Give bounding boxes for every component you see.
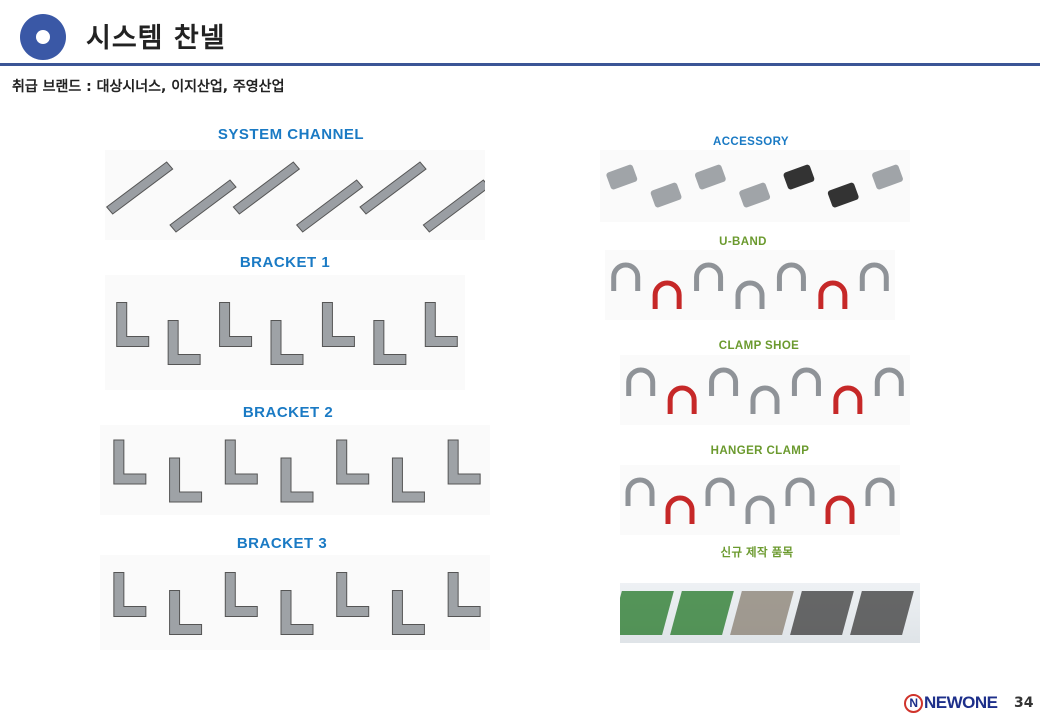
product-render — [113, 572, 481, 635]
product-part — [606, 164, 638, 190]
product-part — [113, 439, 147, 485]
product-part — [825, 495, 855, 524]
brand-subtitle: 취급 브랜드 : 대상시너스, 이지산업, 주영산업 — [12, 79, 285, 95]
product-render — [626, 367, 904, 414]
product-part — [650, 182, 682, 208]
product-part — [373, 320, 407, 365]
product-part — [447, 439, 481, 485]
label-u-band: U-BAND — [719, 236, 767, 248]
label-bracket-2: BRACKET 2 — [242, 404, 334, 421]
bracket-1-image — [105, 275, 465, 390]
product-part — [219, 302, 253, 347]
label-clamp-shoe: CLAMP SHOE — [718, 340, 800, 352]
product-part — [447, 572, 481, 617]
product-render — [606, 164, 903, 208]
accessory-image — [600, 150, 910, 222]
product-part — [705, 477, 735, 506]
product-part — [169, 179, 237, 233]
product-part — [422, 179, 485, 233]
product-part — [116, 302, 150, 347]
product-part — [280, 457, 314, 503]
product-part — [665, 495, 695, 524]
label-system-channel: SYSTEM CHANNEL — [217, 126, 365, 143]
product-part — [790, 591, 854, 635]
product-part — [667, 385, 697, 414]
product-part — [791, 367, 821, 396]
product-render — [625, 477, 895, 524]
label-bracket-1: BRACKET 1 — [239, 254, 331, 271]
product-part — [694, 164, 726, 190]
product-part — [224, 572, 258, 617]
product-part — [874, 367, 904, 396]
product-part — [694, 262, 724, 291]
product-part — [730, 591, 794, 635]
product-part — [827, 182, 859, 208]
system-channel-image — [105, 150, 485, 240]
product-part — [850, 591, 914, 635]
page-title: 시스템 찬넬 — [86, 23, 226, 54]
product-part — [739, 182, 771, 208]
product-part — [280, 590, 314, 635]
product-part — [709, 367, 739, 396]
new-products-image — [620, 583, 920, 643]
product-part — [295, 179, 364, 233]
product-part — [391, 457, 425, 503]
product-part — [424, 302, 458, 347]
product-part — [785, 477, 815, 506]
product-part — [611, 262, 641, 291]
product-part — [224, 439, 258, 485]
product-part — [859, 262, 889, 291]
label-bracket-3: BRACKET 3 — [236, 535, 328, 552]
product-part — [735, 280, 765, 309]
product-part — [270, 320, 304, 365]
product-part — [833, 385, 863, 414]
product-render — [113, 439, 481, 503]
product-part — [321, 302, 355, 347]
product-part — [652, 280, 682, 309]
product-part — [625, 477, 655, 506]
product-part — [169, 590, 203, 635]
product-part — [105, 161, 174, 215]
product-part — [391, 590, 425, 635]
product-render — [611, 262, 889, 309]
hanger-clamp-image — [620, 465, 900, 535]
product-part — [359, 161, 427, 215]
page-number: 34 — [1014, 695, 1034, 711]
product-part — [232, 161, 301, 215]
clamp-shoe-image — [620, 355, 910, 425]
product-part — [872, 164, 903, 190]
bracket-3-image — [100, 555, 490, 650]
product-part — [670, 591, 734, 635]
label-hanger-clamp: HANGER CLAMP — [710, 445, 810, 457]
product-part — [750, 385, 780, 414]
product-part — [865, 477, 895, 506]
header-bullet-icon — [20, 14, 66, 60]
header-divider — [0, 63, 1040, 66]
product-part — [818, 280, 848, 309]
product-part — [783, 164, 815, 190]
bracket-2-image — [100, 425, 490, 515]
product-part — [167, 320, 201, 365]
product-render — [116, 302, 458, 365]
product-part — [336, 439, 370, 485]
product-render — [105, 161, 485, 233]
label-new-products: 신규 제작 품목 — [720, 547, 794, 559]
product-part — [169, 457, 203, 503]
product-part — [745, 495, 775, 524]
product-part — [620, 591, 674, 635]
product-part — [626, 367, 656, 396]
product-part — [113, 572, 147, 617]
product-part — [776, 262, 806, 291]
product-render — [620, 591, 914, 635]
label-accessory: ACCESSORY — [712, 136, 790, 148]
product-part — [336, 572, 370, 617]
u-band-image — [605, 250, 895, 320]
